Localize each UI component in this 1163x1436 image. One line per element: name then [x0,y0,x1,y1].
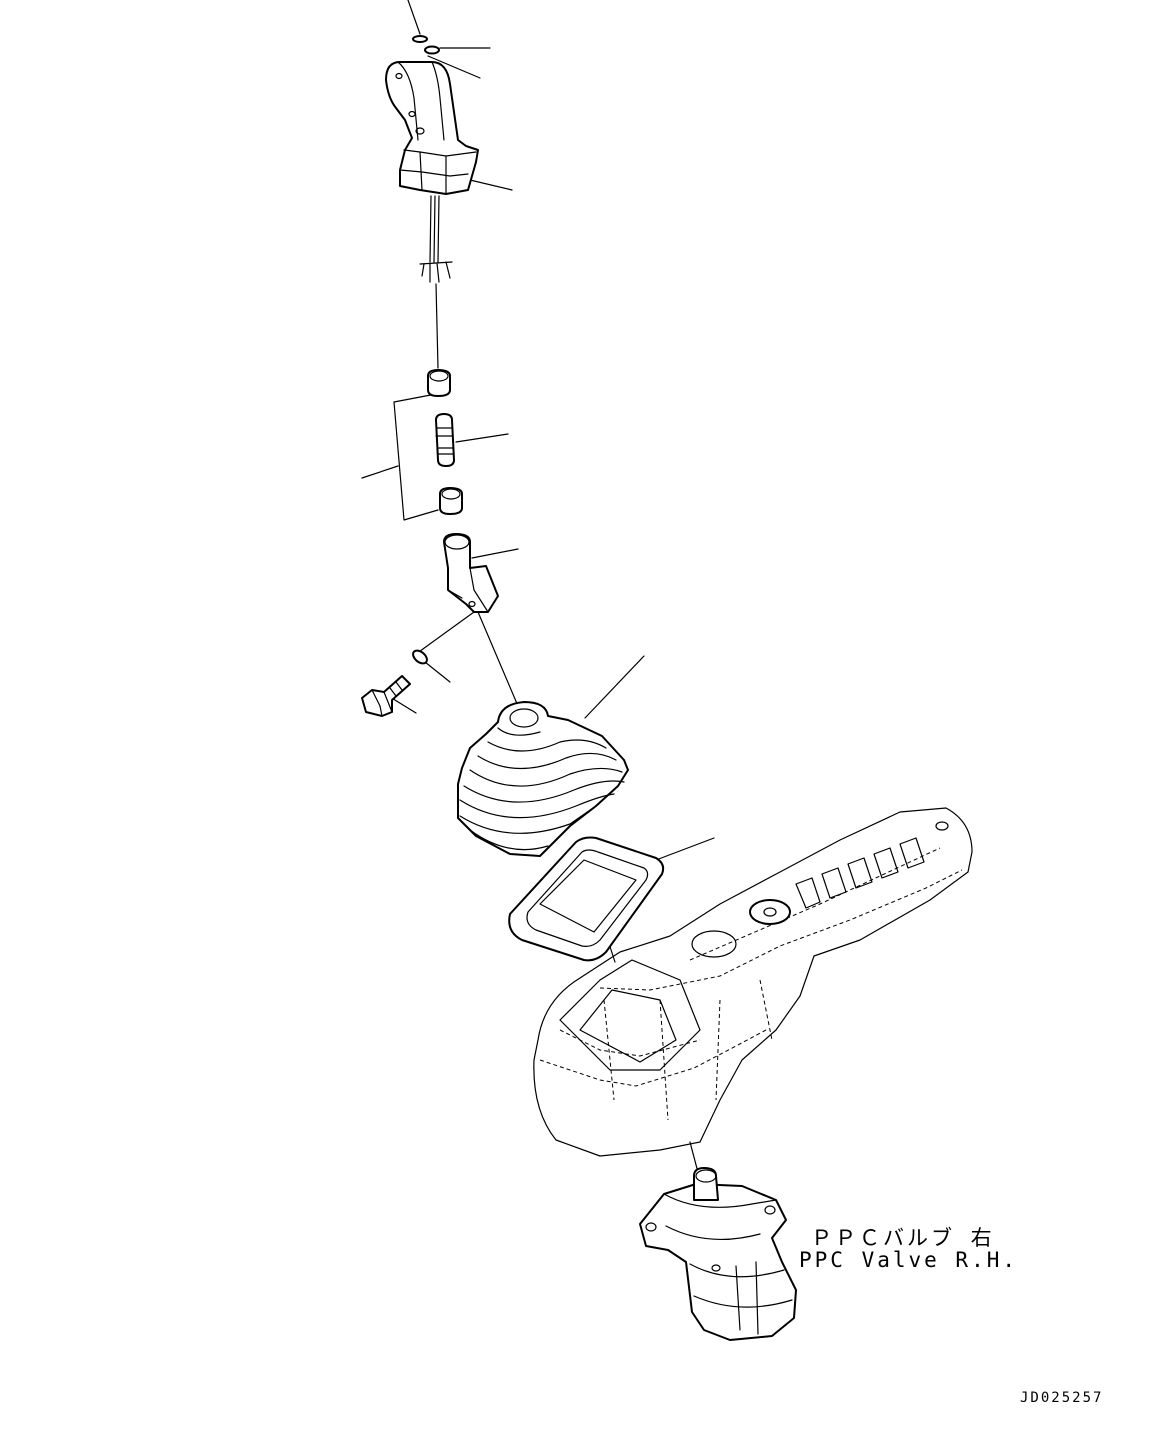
ppc-valve [639,1167,797,1341]
drawing-number: JD025257 [1020,1390,1104,1406]
valve-label-english: PPC Valve R.H. [799,1248,1019,1272]
lever-bracket [443,533,499,613]
armrest-console [533,807,973,1157]
rubber-boot [457,701,629,857]
valve-label-japanese: ＰＰＣバルブ 右 [811,1226,995,1250]
washer [412,649,428,665]
bolt [361,675,411,717]
nut-lower [439,487,463,515]
leader-lines [361,0,715,1181]
stud [435,413,455,467]
boot-frame [508,836,665,962]
o-ring-parts [412,35,440,55]
console-grille [795,837,925,909]
grip-wires [419,195,453,283]
nut-upper [427,369,451,397]
joystick-grip [385,61,479,195]
